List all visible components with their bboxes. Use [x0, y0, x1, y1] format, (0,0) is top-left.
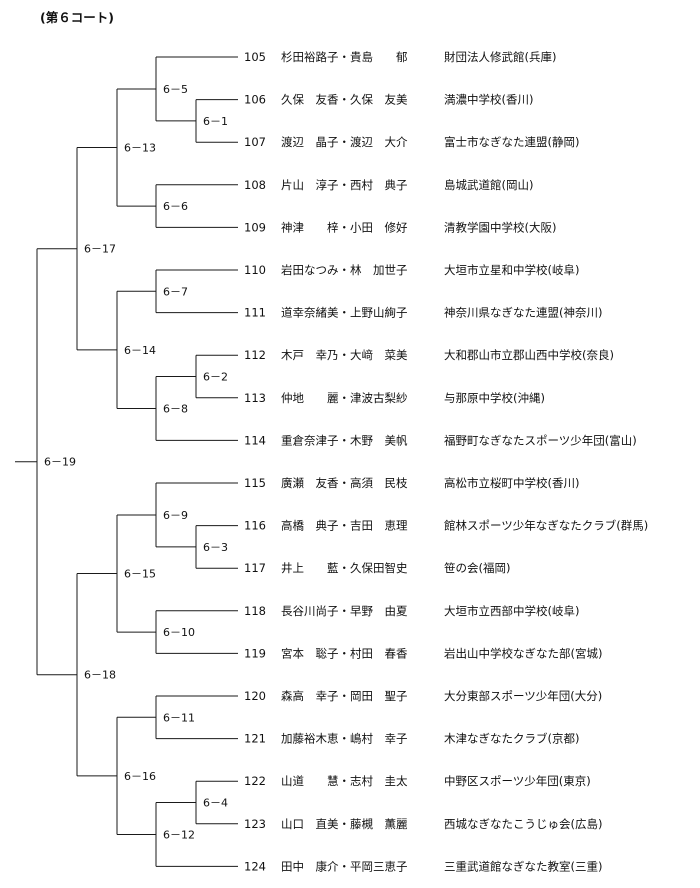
match-label: 6－6: [163, 200, 188, 213]
entry-names: 神津 梓・小田 修好: [281, 220, 408, 234]
match-labels: 6－1 6－5 6－6 6－13 6－7 6－2 6－8 6－14 6－17 6－3 6－9 6－10…: [44, 83, 228, 842]
entry-club: 神奈川県なぎなた連盟(神奈川): [444, 306, 602, 320]
match-label: 6－7: [163, 285, 188, 298]
entry-number: 109: [244, 220, 266, 234]
entry-number: 113: [244, 391, 266, 405]
entry-club: 清教学園中学校(大阪): [444, 220, 556, 234]
match-label: 6－12: [163, 828, 195, 841]
entry-names: 山道 慧・志村 圭太: [281, 774, 408, 788]
entry-names: 杉田裕路子・貴島 郁: [281, 50, 408, 64]
match-label: 6－15: [124, 568, 156, 581]
entry-number: 112: [244, 348, 266, 362]
entry-names: 長谷川尚子・早野 由夏: [281, 604, 408, 618]
match-label: 6－3: [203, 541, 228, 554]
entry-names: 高橋 典子・吉田 恵理: [281, 519, 408, 533]
entry-club: 大分東部スポーツ少年団(大分): [444, 689, 602, 703]
entry-number: 117: [244, 561, 266, 575]
entry-number: 111: [244, 306, 266, 320]
entry-club: 西城なぎなたこうじゅ会(広島): [444, 817, 602, 831]
entry-number: 123: [244, 817, 266, 831]
entry-names: 渡辺 晶子・渡辺 大介: [281, 135, 408, 149]
entry-club: 富士市なぎなた連盟(静岡): [444, 135, 579, 149]
entry-names: 井上 藍・久保田智史: [281, 561, 408, 575]
court-title: (第６コート): [40, 10, 114, 25]
entry-number: 110: [244, 263, 266, 277]
entry-number: 106: [244, 93, 266, 107]
entry-names: 道幸奈緒美・上野山絢子: [281, 306, 408, 320]
entry-number: 115: [244, 476, 266, 490]
entry-club: 館林スポーツ少年なぎなたクラブ(群馬): [444, 519, 648, 533]
entry-number: 114: [244, 433, 266, 447]
entry-number: 124: [244, 859, 266, 873]
entry-list: 105 杉田裕路子・貴島 郁 財団法人修武館(兵庫) 106 久保 友香・久保 友美 満濃…: [244, 50, 648, 873]
entry-club: 大垣市立星和中学校(岐阜): [444, 263, 579, 277]
entry-number: 108: [244, 178, 266, 192]
match-label: 6－5: [163, 83, 188, 96]
entry-names: 宮本 聡子・村田 春香: [281, 646, 408, 660]
entry-names: 重倉奈津子・木野 美帆: [281, 433, 408, 447]
entry-number: 105: [244, 50, 266, 64]
entry-names: 久保 友香・久保 友美: [281, 93, 408, 107]
entry-club: 木津なぎなたクラブ(京都): [444, 732, 579, 746]
entry-names: 廣瀬 友香・高須 民枝: [281, 476, 408, 490]
entry-names: 田中 康介・平岡三恵子: [281, 859, 408, 873]
match-label: 6－8: [163, 402, 188, 415]
bracket-lines: [15, 56, 238, 867]
entry-names: 山口 直美・藤槻 薫麗: [281, 817, 408, 831]
entry-club: 高松市立桜町中学校(香川): [444, 476, 579, 490]
entry-number: 121: [244, 732, 266, 746]
match-label: 6－17: [84, 243, 116, 256]
match-label: 6－9: [163, 509, 188, 522]
entry-club: 岩出山中学校なぎなた部(宮城): [444, 646, 602, 660]
entry-club: 島城武道館(岡山): [444, 178, 533, 192]
match-label: 6－4: [203, 797, 228, 810]
entry-names: 加藤裕木恵・嶋村 幸子: [281, 732, 408, 746]
entry-club: 笹の会(福岡): [444, 561, 510, 575]
entry-names: 岩田なつみ・林 加世子: [281, 263, 408, 277]
entry-club: 満濃中学校(香川): [444, 93, 533, 107]
entry-club: 与那原中学校(沖縄): [444, 391, 545, 405]
match-label: 6－11: [163, 711, 195, 724]
entry-club: 大和郡山市立郡山西中学校(奈良): [444, 348, 614, 362]
match-label: 6－2: [203, 371, 228, 384]
entry-club: 中野区スポーツ少年団(東京): [444, 774, 591, 788]
match-label: 6－16: [124, 770, 156, 783]
match-label: 6－18: [84, 669, 116, 682]
entry-number: 118: [244, 604, 266, 618]
entry-names: 仲地 麗・津波古梨紗: [281, 391, 408, 405]
entry-names: 片山 淳子・西村 典子: [281, 178, 408, 192]
entry-number: 122: [244, 774, 266, 788]
entry-number: 107: [244, 135, 266, 149]
match-label: 6－10: [163, 626, 195, 639]
match-label: 6－19: [44, 456, 76, 469]
match-label: 6－13: [124, 142, 156, 155]
entry-club: 大垣市立西部中学校(岐阜): [444, 604, 579, 618]
entry-club: 財団法人修武館(兵庫): [444, 50, 556, 64]
entry-club: 三重武道館なぎなた教室(三重): [444, 859, 602, 873]
entry-number: 116: [244, 519, 266, 533]
match-label: 6－14: [124, 344, 156, 357]
entry-number: 119: [244, 646, 266, 660]
entry-club: 福野町なぎなたスポーツ少年団(富山): [444, 433, 637, 447]
match-label: 6－1: [203, 115, 228, 128]
entry-number: 120: [244, 689, 266, 703]
entry-names: 木戸 幸乃・大﨑 菜美: [281, 348, 408, 362]
entry-names: 森高 幸子・岡田 聖子: [281, 689, 408, 703]
